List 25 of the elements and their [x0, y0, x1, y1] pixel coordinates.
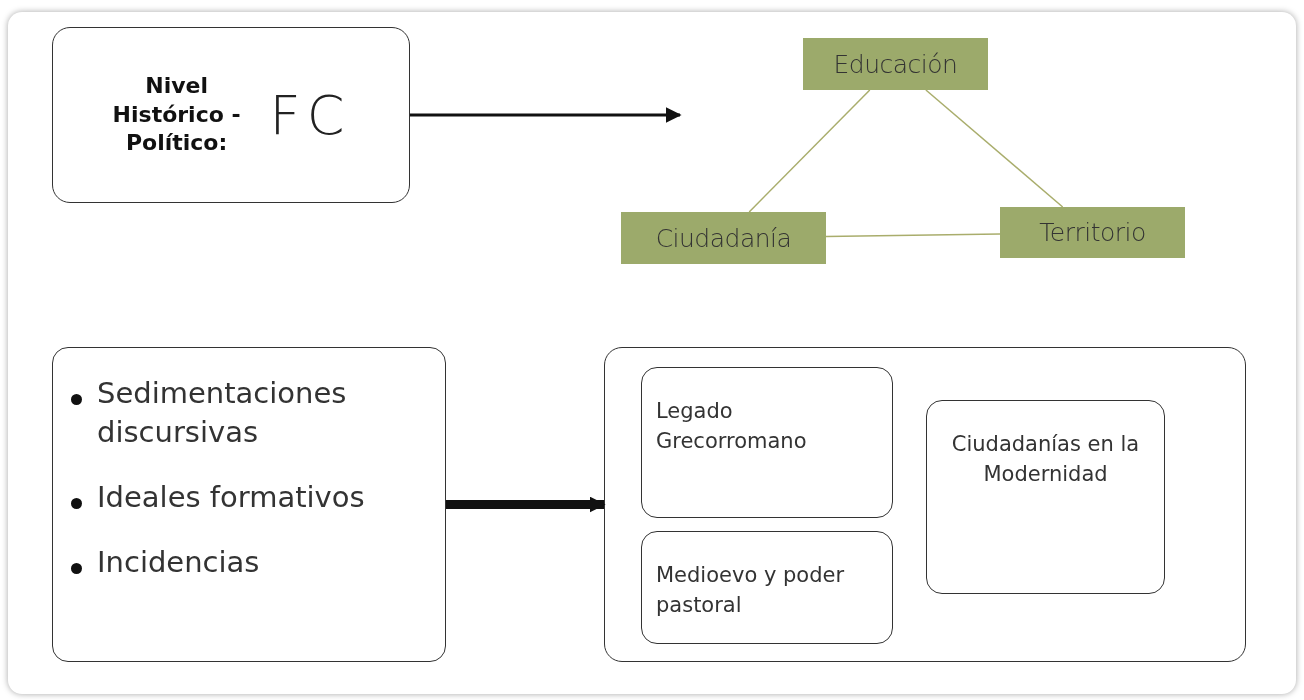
concept-box: [1000, 207, 1185, 258]
connector-line: [825, 233, 1001, 238]
connector-line: [925, 89, 1064, 208]
bullet-item: Ideales formativos: [71, 478, 433, 518]
node-label: Ciudadanía: [655, 223, 792, 253]
node-label: Educación: [833, 49, 958, 79]
bullet-item: Incidencias: [71, 543, 433, 583]
node-label: Medioevo y poder pastoral: [656, 562, 846, 620]
connector-line: [748, 89, 871, 213]
node-label: Legado Grecorromano: [656, 398, 808, 456]
list-box: [52, 347, 446, 662]
rounded-box: [926, 400, 1165, 594]
rounded-box: [641, 531, 893, 644]
rounded-box: [52, 27, 410, 203]
arrow: [446, 496, 606, 513]
bullet-item: Sedimentaciones discursivas: [71, 374, 433, 453]
arrow: [410, 107, 682, 123]
rounded-box: [604, 347, 1246, 662]
node-label: Ciudadanías en la Modernidad: [950, 431, 1141, 489]
node-label: FC: [269, 83, 351, 147]
node-label: Territorio: [1039, 218, 1146, 247]
node-heading: Nivel Histórico - Político:: [111, 72, 242, 158]
concept-box: [803, 38, 988, 90]
rounded-box: [641, 367, 893, 518]
concept-box: [621, 212, 826, 264]
